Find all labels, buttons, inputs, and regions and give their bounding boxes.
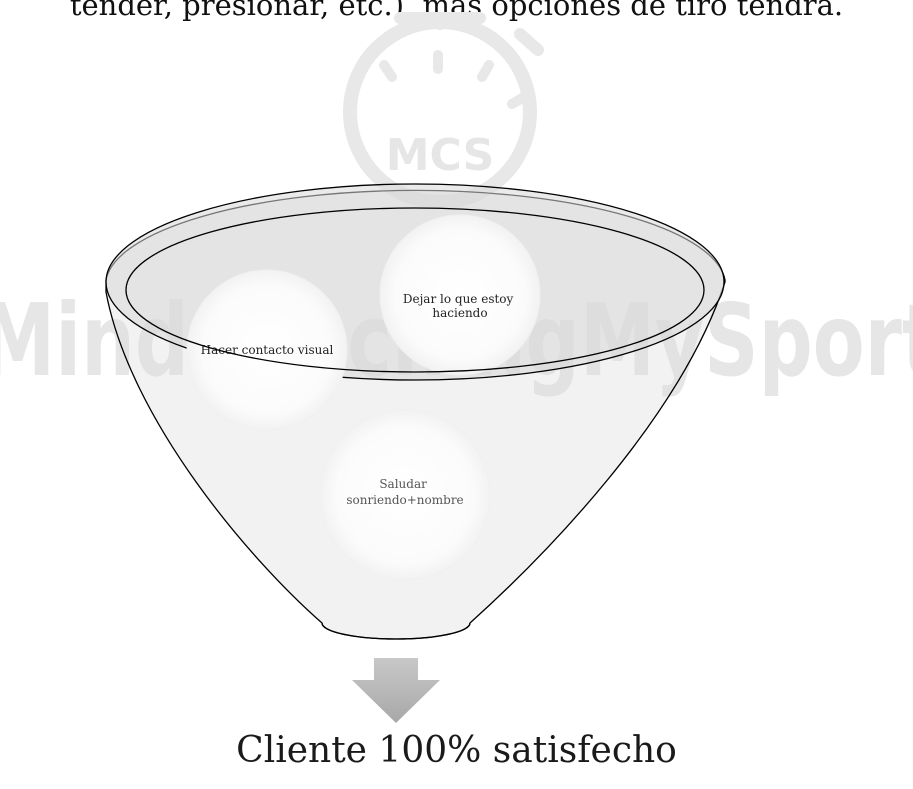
funnel-rim-inner	[125, 207, 705, 373]
funnel-circle-1: Hacer contacto visual	[186, 269, 348, 431]
svg-text:Dejar lo que estoy hacie: Dejar lo que estoy haciendo	[403, 292, 517, 320]
funnel-bottom-rim	[321, 622, 471, 640]
down-arrow-icon	[352, 658, 440, 723]
result-caption: Cliente 100% satisfecho	[236, 730, 677, 771]
watermark-logo-text: MCS	[386, 130, 495, 181]
intro-paragraph-line: tender, presionar, etc.), más opciones d…	[69, 0, 844, 22]
funnel-circle-3: Saludar sonriendo+nombre	[319, 409, 491, 581]
circle-3-label-line-1: Saludar	[379, 477, 427, 491]
funnel-circle-2: Dejar lo que estoy haciendo	[379, 214, 541, 376]
circle-2-label-line-2: haciendo	[432, 306, 487, 320]
circle-2-label-line-1: Dejar lo que estoy	[403, 292, 514, 306]
svg-text:Saludar sonriendo+nombre: Saludar sonriendo+nombre	[346, 477, 463, 507]
stopwatch-logo-icon	[343, 12, 544, 209]
circle-3-label-line-2: sonriendo+nombre	[346, 493, 463, 507]
